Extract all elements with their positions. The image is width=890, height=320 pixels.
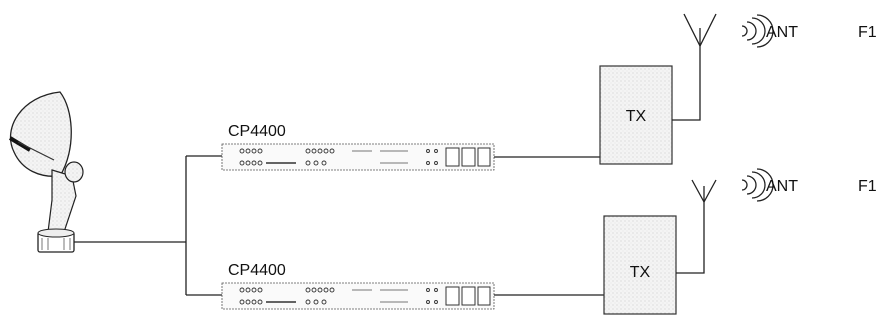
radio-waves-icon [741,14,774,48]
transmitter-1-label: TX [626,108,647,125]
antenna-icon [691,179,717,203]
feed-cables [74,155,222,296]
antenna-1-label: ANT [766,24,798,41]
frequency-2-label: F1 [858,178,877,195]
frequency-1-label: F1 [858,24,877,41]
receiver-unit-2: CP4400 [221,262,495,310]
radio-waves-icon [741,168,774,202]
receiver-2-front-panel [239,286,491,306]
transmitter-1: TX ANT F1 [599,13,877,165]
receiver-2-label: CP4400 [228,262,286,279]
transmitter-2: TX ANT F1 [603,168,877,315]
receiver-unit-1: CP4400 [221,123,495,171]
antenna-icon [683,13,717,47]
receiver-1-label: CP4400 [228,123,286,140]
receiver-1-front-panel [239,147,491,167]
transmitter-2-label: TX [630,264,651,281]
tx-feed-cables [494,156,604,296]
satellite-dish-icon [8,91,84,253]
antenna-2-label: ANT [766,178,798,195]
